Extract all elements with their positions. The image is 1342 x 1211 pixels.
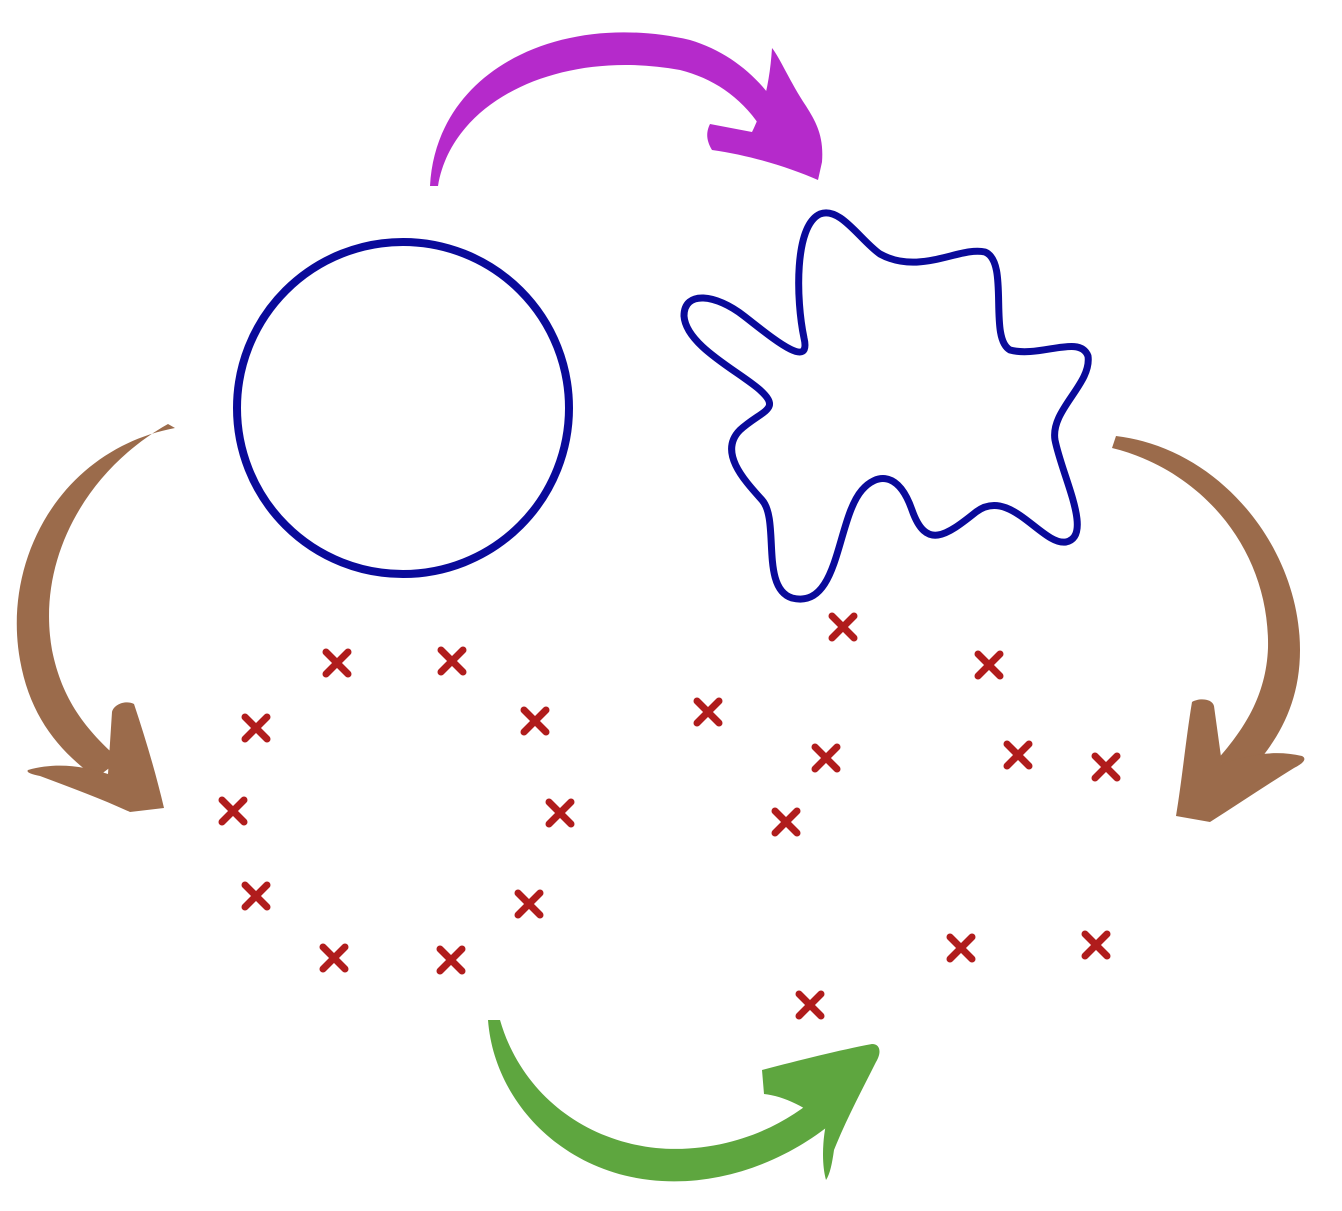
arrow-right-head bbox=[1176, 699, 1305, 822]
right-cloud-marker bbox=[795, 990, 825, 1020]
right-cloud-marker bbox=[974, 650, 1004, 680]
arrow-top bbox=[430, 32, 823, 186]
left-cloud-marker bbox=[322, 648, 352, 678]
right-cloud-marker bbox=[946, 933, 976, 963]
left-cloud-marker bbox=[545, 798, 575, 828]
arrow-top-head bbox=[707, 48, 823, 180]
left-cloud-marker bbox=[436, 945, 466, 975]
left-cloud-marker bbox=[319, 943, 349, 973]
arrow-bottom-shaft bbox=[488, 1020, 838, 1182]
arrow-bottom-head bbox=[762, 1044, 880, 1180]
arrow-left-head bbox=[27, 702, 164, 812]
arrow-left bbox=[16, 424, 175, 812]
right-cloud-marker bbox=[771, 807, 801, 837]
left-cloud-marker bbox=[241, 881, 271, 911]
right-cloud-marker bbox=[1081, 930, 1111, 960]
arrow-top-shaft bbox=[430, 32, 780, 186]
right-cloud-marker bbox=[693, 697, 723, 727]
left-cloud-marker bbox=[520, 706, 550, 736]
right-cloud-marker bbox=[828, 612, 858, 642]
left-point-cloud bbox=[218, 646, 575, 975]
left-cloud-marker bbox=[437, 646, 467, 676]
circle-shape bbox=[233, 238, 573, 578]
arrow-right-shaft bbox=[1112, 436, 1300, 794]
right-cloud-marker bbox=[1003, 740, 1033, 770]
right-point-cloud bbox=[693, 612, 1121, 1020]
arrow-right bbox=[1112, 436, 1305, 822]
left-cloud-marker bbox=[514, 889, 544, 919]
left-cloud-marker bbox=[241, 713, 271, 743]
right-cloud-marker bbox=[811, 743, 841, 773]
arrow-bottom bbox=[488, 1020, 880, 1182]
left-cloud-marker bbox=[218, 796, 248, 826]
wavy-shape bbox=[680, 209, 1092, 603]
right-cloud-marker bbox=[1091, 752, 1121, 782]
arrow-left-shaft bbox=[16, 424, 175, 778]
